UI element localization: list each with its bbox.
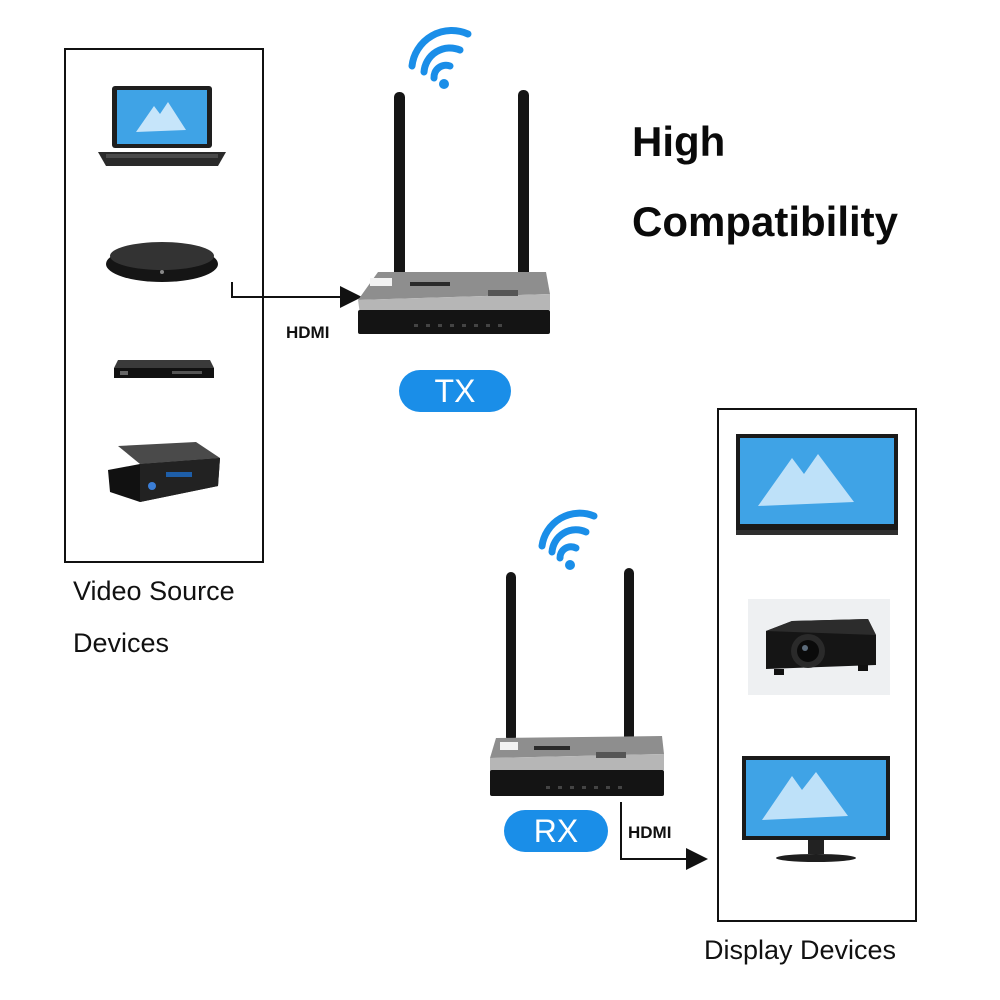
- tx-wifi-icon: [408, 27, 472, 89]
- display-devices-panel: [717, 408, 917, 922]
- source-caption-line-2: Devices: [73, 628, 170, 658]
- projector-icon: [748, 599, 890, 695]
- media-player-icon: [106, 242, 218, 282]
- heading-line-1: High: [632, 118, 726, 165]
- source-devices-panel: [64, 48, 264, 563]
- rx-wifi-icon: [538, 509, 598, 570]
- tv-icon: [736, 434, 898, 535]
- tx-hdmi-label: HDMI: [286, 323, 330, 342]
- heading-line-2: Compatibility: [632, 198, 899, 245]
- tx-transmitter-device: [358, 90, 550, 334]
- set-top-box-icon: [108, 442, 220, 502]
- laptop-icon: [98, 86, 226, 166]
- source-caption-line-1: Video Source: [73, 576, 235, 606]
- dvd-player-icon: [114, 360, 214, 378]
- rx-badge: RX: [504, 810, 608, 852]
- rx-hdmi-label: HDMI: [628, 823, 672, 842]
- display-caption: Display Devices: [704, 935, 897, 965]
- rx-receiver-device: [490, 568, 664, 796]
- monitor-icon: [742, 756, 890, 862]
- tx-badge: TX: [399, 370, 511, 412]
